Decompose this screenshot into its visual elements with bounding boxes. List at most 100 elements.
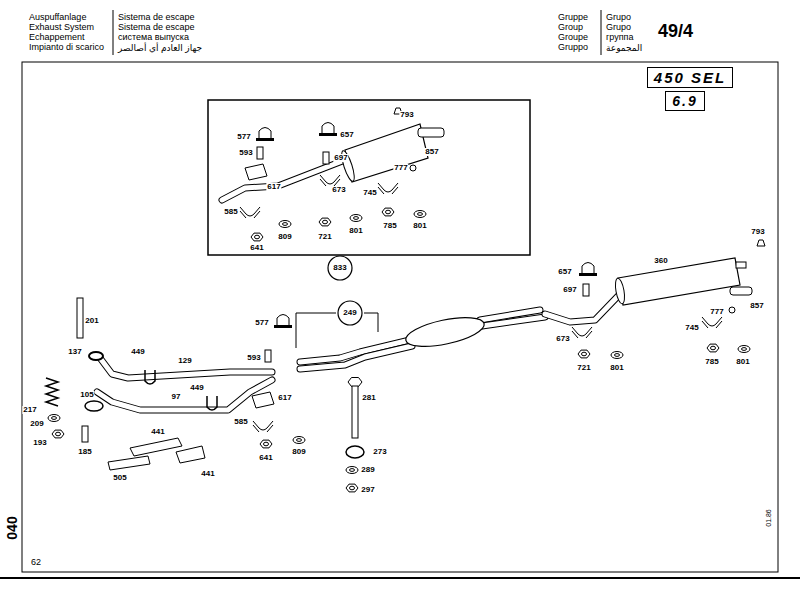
callout-number: 697: [562, 286, 577, 294]
washer: [346, 467, 358, 474]
callout-number: 441: [200, 470, 215, 478]
inset-frame: [208, 100, 530, 255]
stud: [77, 298, 83, 338]
header-text: Gruppe: [557, 13, 589, 22]
callout-number: 593: [246, 354, 261, 362]
callout-number: 657: [557, 268, 572, 276]
u-bolt: [145, 370, 155, 384]
flange: [85, 401, 103, 411]
washer-hole: [350, 469, 355, 472]
callout-number: 641: [258, 454, 273, 462]
spacer: [265, 350, 271, 362]
tail-stub: [736, 262, 746, 268]
rear-muffler: [345, 124, 428, 182]
callout-number: 449: [130, 348, 145, 356]
plate: [108, 456, 150, 470]
rubber-mount: [582, 263, 594, 275]
clamp-ring: [346, 446, 364, 458]
callout-number: 137: [67, 348, 82, 356]
callout-number: 777: [393, 164, 408, 172]
page-rule: [0, 577, 800, 579]
callout-number: 593: [238, 149, 253, 157]
header-text: المجموعة: [605, 44, 643, 53]
callout-number: 745: [684, 324, 699, 332]
gasket: [89, 352, 103, 360]
washer: [738, 346, 750, 353]
bracket: [252, 392, 274, 408]
pipe-outline: [482, 317, 545, 326]
muffler-end: [614, 278, 626, 305]
callout-number: 721: [576, 364, 591, 372]
washer-hole: [297, 439, 302, 442]
header-text: Sistema de escape: [117, 23, 196, 32]
washer: [48, 415, 60, 422]
washer-hole: [52, 417, 57, 420]
callout-number: 857: [749, 302, 764, 310]
stud: [82, 426, 88, 442]
cap: [757, 240, 765, 246]
washer-hole: [283, 223, 288, 226]
nut: [319, 218, 331, 226]
bolt-head: [348, 378, 362, 387]
callout-number: 793: [399, 111, 414, 119]
header-text: группа: [605, 33, 634, 42]
callout-number: 129: [177, 357, 192, 365]
header-text: Grupo: [605, 13, 632, 22]
nut: [578, 350, 590, 358]
page-marking: 01.86: [765, 508, 772, 528]
rubber-mount: [322, 123, 334, 135]
callout-number: 857: [424, 148, 439, 156]
callout-number: 801: [735, 358, 750, 366]
header-text: جهاز العادم أي أصالصر: [117, 44, 203, 53]
header-divider: [113, 10, 114, 55]
spring: [46, 378, 58, 406]
header-text: Auspuffanlage: [28, 13, 87, 22]
bracket-line: [296, 313, 378, 348]
header-text: Impianto di scarico: [28, 43, 105, 52]
pipe-outline: [222, 160, 345, 200]
rear-muffler: [618, 258, 740, 305]
callout-number: 801: [412, 222, 427, 230]
callout-number: 809: [291, 448, 306, 456]
pipe-outline: [300, 346, 412, 369]
header-divider: [601, 10, 602, 55]
ring: [410, 165, 416, 171]
pipe-fill: [222, 160, 345, 200]
callout-number: 360: [653, 257, 668, 265]
pipe-fill: [300, 346, 412, 369]
model-badge: 6.9: [665, 91, 704, 111]
nut-hole: [255, 235, 260, 239]
mount-plate: [274, 325, 292, 328]
callout-number: 505: [112, 474, 127, 482]
header-text: система выпуска: [117, 33, 190, 42]
pipe-fill: [545, 294, 620, 322]
callout-number: 721: [317, 233, 332, 241]
mount-plate: [319, 133, 337, 136]
nut: [251, 233, 263, 241]
nut: [382, 208, 394, 216]
circle-shape: [338, 301, 362, 325]
hanger: [130, 438, 182, 456]
callout-number: 585: [223, 208, 238, 216]
callout-number: 97: [171, 393, 182, 401]
callout-number: 617: [277, 394, 292, 402]
callout-number: 281: [361, 394, 376, 402]
frame: [22, 62, 778, 572]
pipe-outline: [97, 380, 272, 410]
circle-shape: [328, 256, 352, 280]
washer: [293, 437, 305, 444]
washer: [279, 221, 291, 228]
callout-number: 297: [360, 486, 375, 494]
pipe-clamp: [240, 207, 260, 218]
front-muffler: [403, 312, 486, 352]
mount-plate: [256, 138, 274, 141]
spacer: [583, 284, 589, 296]
callout-number: 673: [555, 335, 570, 343]
callout-number: 449: [189, 384, 204, 392]
bolt: [352, 386, 358, 438]
nut: [260, 440, 272, 448]
pipe-fill: [482, 317, 545, 326]
group-number: 49/4: [657, 22, 694, 40]
header-text: Gruppo: [557, 43, 589, 52]
callout-number: 273: [372, 448, 387, 456]
